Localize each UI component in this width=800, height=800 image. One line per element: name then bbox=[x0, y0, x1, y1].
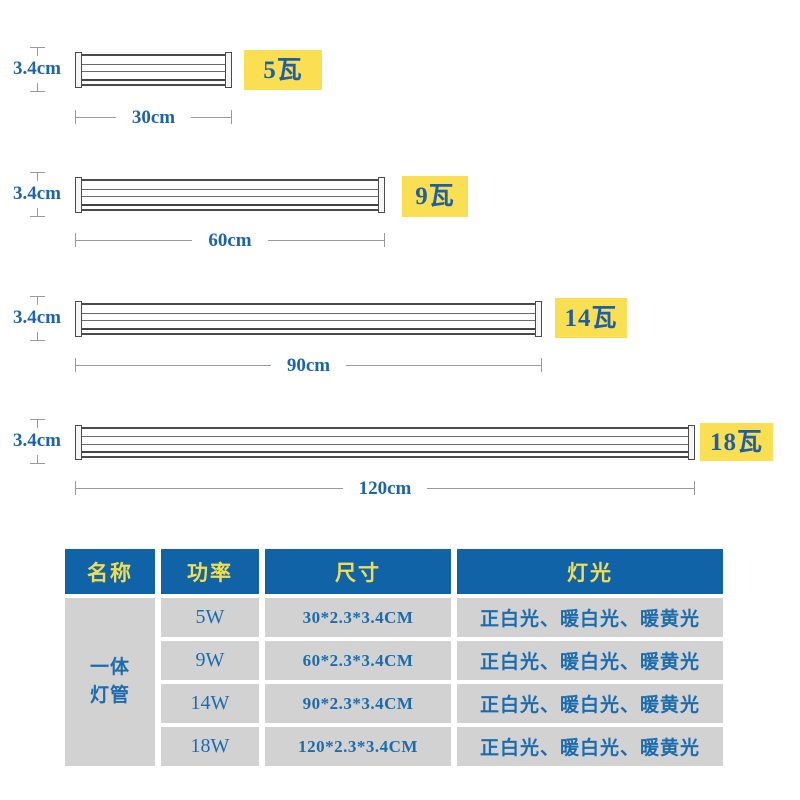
power-cell: 5W bbox=[161, 598, 259, 637]
size-cell: 30*2.3*3.4CM bbox=[265, 598, 451, 637]
length-dimension-label: 30cm bbox=[131, 106, 176, 128]
dimension-tick-bottom-icon bbox=[29, 454, 45, 464]
height-dimension: 3.4cm bbox=[10, 296, 64, 341]
power-badge: 9瓦 bbox=[402, 176, 468, 217]
table-header-name: 名称 bbox=[65, 549, 155, 594]
tube-drawing bbox=[75, 177, 385, 213]
dimension-tick-bottom-icon bbox=[29, 207, 45, 217]
light-cell: 正白光、暖白光、暖黄光 bbox=[457, 684, 723, 723]
height-dimension: 3.4cm bbox=[10, 47, 64, 92]
size-cell: 60*2.3*3.4CM bbox=[265, 641, 451, 680]
tube-drawing bbox=[75, 301, 542, 337]
table-header-size: 尺寸 bbox=[265, 549, 451, 594]
height-dimension: 3.4cm bbox=[10, 419, 64, 464]
tube-end-cap-right bbox=[378, 177, 385, 213]
product-name-cell: 一体灯管 bbox=[65, 598, 155, 766]
power-badge: 18瓦 bbox=[700, 423, 773, 461]
length-dimension-label: 120cm bbox=[358, 477, 412, 499]
dimension-tick-top-icon bbox=[29, 172, 45, 181]
size-cell: 120*2.3*3.4CM bbox=[265, 727, 451, 766]
tube-end-cap-right bbox=[688, 425, 695, 460]
table-header-light: 灯光 bbox=[457, 549, 723, 594]
light-cell: 正白光、暖白光、暖黄光 bbox=[457, 727, 723, 766]
length-dimension: 30cm bbox=[75, 106, 233, 128]
tube-end-cap-left bbox=[75, 301, 82, 337]
tube-body bbox=[80, 54, 227, 86]
length-dimension-label: 90cm bbox=[286, 354, 331, 376]
tube-body bbox=[80, 179, 380, 211]
light-cell: 正白光、暖白光、暖黄光 bbox=[457, 598, 723, 637]
power-cell: 9W bbox=[161, 641, 259, 680]
tube-end-cap-left bbox=[75, 52, 82, 88]
table-header-power: 功率 bbox=[161, 549, 259, 594]
length-dimension: 120cm bbox=[75, 477, 696, 499]
height-dimension-label: 3.4cm bbox=[12, 183, 61, 204]
tube-body bbox=[80, 427, 690, 458]
power-cell: 14W bbox=[161, 684, 259, 723]
product-name: 一体灯管 bbox=[89, 656, 130, 707]
dimension-tick-top-icon bbox=[29, 419, 45, 428]
tube-end-cap-right bbox=[535, 301, 542, 337]
tube-drawing bbox=[75, 425, 695, 460]
length-dimension: 60cm bbox=[75, 229, 386, 251]
power-cell: 18W bbox=[161, 727, 259, 766]
length-dimension: 90cm bbox=[75, 354, 543, 376]
tube-end-cap-left bbox=[75, 177, 82, 213]
size-cell: 90*2.3*3.4CM bbox=[265, 684, 451, 723]
power-badge: 14瓦 bbox=[555, 298, 627, 338]
tube-body bbox=[80, 303, 537, 335]
length-dimension-label: 60cm bbox=[208, 229, 252, 251]
dimension-tick-bottom-icon bbox=[29, 331, 45, 341]
power-badge: 5瓦 bbox=[244, 50, 322, 90]
height-dimension: 3.4cm bbox=[10, 172, 64, 217]
height-dimension-label: 3.4cm bbox=[12, 307, 61, 328]
spec-table: 名称 功率 尺寸 灯光 一体灯管 5W 30*2.3*3.4CM 正白光、暖白光… bbox=[65, 549, 723, 766]
tube-drawing bbox=[75, 52, 232, 88]
height-dimension-label: 3.4cm bbox=[12, 58, 61, 79]
tube-end-cap-left bbox=[75, 425, 82, 460]
dimension-tick-top-icon bbox=[29, 47, 45, 56]
dimension-tick-bottom-icon bbox=[29, 82, 45, 92]
tube-end-cap-right bbox=[225, 52, 232, 88]
dimension-tick-top-icon bbox=[29, 296, 45, 305]
light-cell: 正白光、暖白光、暖黄光 bbox=[457, 641, 723, 680]
height-dimension-label: 3.4cm bbox=[12, 430, 61, 451]
